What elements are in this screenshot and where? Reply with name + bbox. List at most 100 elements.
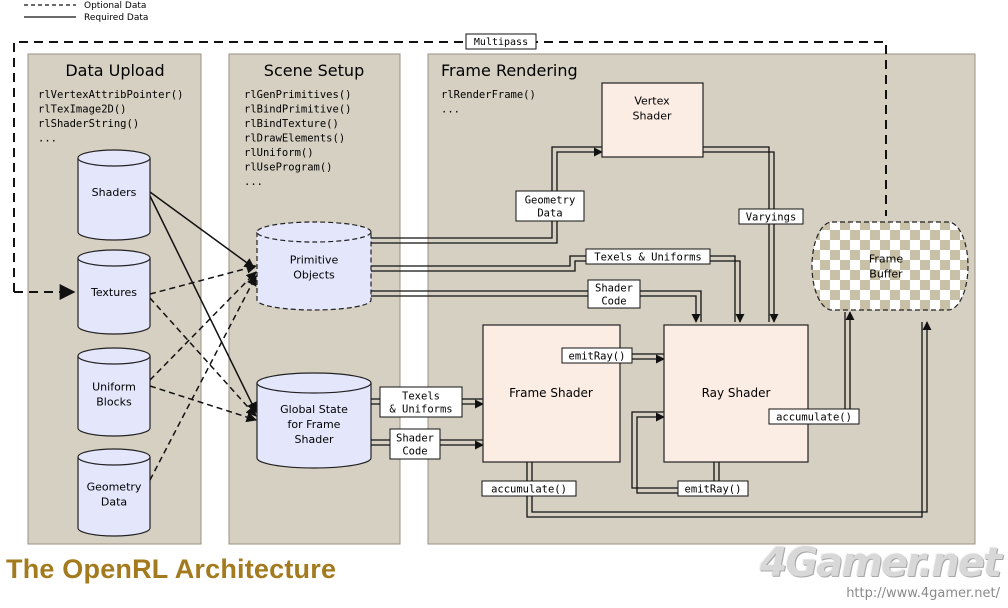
ray-shader-label: Ray Shader <box>702 386 771 400</box>
uniform-to-global-arrow <box>149 385 257 423</box>
shaders-cylinder-label: Shaders <box>92 186 137 199</box>
legend: Optional Data Required Data <box>24 1 148 23</box>
geometry-data-label-text: Geometry <box>525 195 576 207</box>
cylinder-label-line: Blocks <box>96 396 132 409</box>
emit-ray-bottom-label: emitRay() <box>677 480 749 497</box>
shaders-to-global-arrow <box>149 195 257 413</box>
scene-setup-title: Scene Setup <box>264 61 364 80</box>
upload-connections <box>149 191 258 481</box>
frame-buffer-label-line: Buffer <box>869 268 903 281</box>
data-upload-calls: rlVertexAttribPointer() rlTexImage2D() rlS… <box>38 89 183 145</box>
shader-label-line: Shader <box>633 110 672 123</box>
cylinder-label-line: Shaders <box>92 186 137 199</box>
api-call: ... <box>441 104 460 116</box>
scene-setup-calls: rlGenPrimitives() rlBindPrimitive() rlBind… <box>244 89 351 188</box>
textures-cylinder-label: Textures <box>90 286 137 299</box>
legend-optional-label: Optional Data <box>84 1 146 11</box>
legend-required-label: Required Data <box>84 13 148 23</box>
api-call: ... <box>38 133 57 145</box>
accumulate-bottom-label-text: accumulate() <box>491 484 567 496</box>
diagram-title: The OpenRL Architecture <box>6 554 337 584</box>
shader-code-top-label-box <box>587 279 641 309</box>
texels-uniforms-left-label-box <box>379 386 463 418</box>
accumulate-right-label: accumulate() <box>768 408 860 425</box>
shaders-cylinder: Shaders <box>77 149 151 241</box>
cylinder-label-line: Global State <box>280 403 348 416</box>
api-call: rlVertexAttribPointer() <box>38 89 183 101</box>
texels-uniforms-left-label: Texels& Uniforms <box>379 386 463 418</box>
data-upload-title: Data Upload <box>65 61 164 80</box>
varyings-label-box <box>738 208 804 225</box>
frame-shader-label: Frame Shader <box>509 386 593 400</box>
accumulate-bottom-label-box <box>481 480 577 497</box>
vertex-shader-box <box>601 82 704 158</box>
multipass-label: Multipass <box>474 37 528 48</box>
varyings-label: Varyings <box>738 208 804 225</box>
api-call: rlDrawElements() <box>244 133 345 145</box>
cylinder-label-line: for Frame <box>288 418 341 431</box>
api-call: rlShaderString() <box>38 118 139 130</box>
textures-to-global-arrow <box>149 297 257 417</box>
ray-shader-box <box>663 324 809 463</box>
geometry-data-label-text: Data <box>537 208 562 220</box>
api-call: rlUniform() <box>244 147 314 159</box>
texels-uniforms-left-label-text: & Uniforms <box>389 404 452 416</box>
cylinder-label-line: Shader <box>295 433 334 446</box>
emit-ray-top-label-text: emitRay() <box>569 351 626 363</box>
textures-cylinder: Textures <box>77 249 151 335</box>
api-call: rlTexImage2D() <box>38 104 127 116</box>
shader-label-line: Vertex <box>634 95 670 108</box>
accumulate-right-label-text: accumulate() <box>776 412 852 424</box>
api-call: rlBindPrimitive() <box>244 104 351 116</box>
frame-buffer-label-line: Frame <box>869 253 904 266</box>
accumulate-right-label-box <box>768 408 860 425</box>
site-url: http://www.4gamer.net/ <box>846 586 1000 601</box>
shader-code-top-label-text: Code <box>601 296 626 308</box>
shader-code-left-label-text: Shader <box>396 433 434 445</box>
textures-to-primitive-arrow <box>149 263 258 295</box>
api-call: rlGenPrimitives() <box>244 89 351 101</box>
frame-rendering-calls: rlRenderFrame()... <box>441 89 536 116</box>
api-call: rlBindTexture() <box>244 118 339 130</box>
shader-code-left-label-box <box>389 428 441 460</box>
shader-code-top-label-text: Shader <box>595 283 633 295</box>
accumulate-bottom-label: accumulate() <box>481 480 577 497</box>
texels-uniforms-top-label-box <box>585 248 711 265</box>
cylinder-label-line: Uniform <box>92 381 136 394</box>
cylinder-label-line: Textures <box>90 286 137 299</box>
uniform-to-primitive-arrow <box>149 271 257 381</box>
varyings-label-text: Varyings <box>746 212 797 224</box>
geometry-data-label-box <box>515 190 585 222</box>
api-call: ... <box>244 176 263 188</box>
emit-ray-bottom-label-text: emitRay() <box>685 484 742 496</box>
shader-label-line: Frame Shader <box>509 386 593 400</box>
texels-uniforms-top-label: Texels & Uniforms <box>585 248 711 265</box>
api-call: rlRenderFrame() <box>441 89 536 101</box>
texels-uniforms-top-label-text: Texels & Uniforms <box>594 252 701 264</box>
shader-code-left-label-text: Code <box>402 446 427 458</box>
shader-label-line: Ray Shader <box>702 386 771 400</box>
frame-rendering-title: Frame Rendering <box>441 61 578 80</box>
geometry-to-primitive-arrow <box>149 275 257 481</box>
emit-ray-top-label: emitRay() <box>561 347 633 364</box>
multipass-label-box <box>465 33 537 50</box>
cylinder-label-line: Objects <box>293 269 335 282</box>
cylinder-label-line: Geometry <box>87 481 142 494</box>
emit-ray-bottom-label-box <box>677 480 749 497</box>
cylinder-label-line: Primitive <box>290 254 339 267</box>
